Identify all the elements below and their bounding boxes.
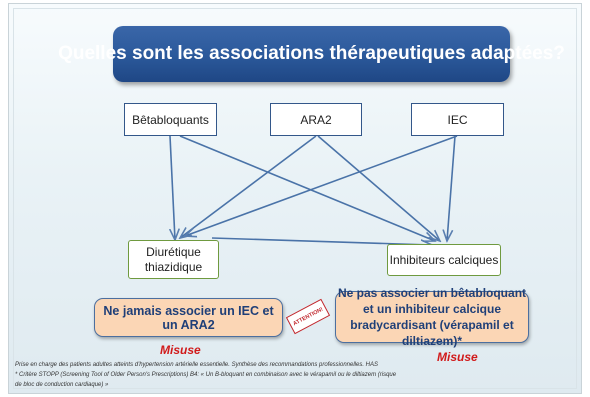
line-betabloquants-diuretique: [170, 135, 175, 240]
slide-frame: [13, 8, 577, 389]
line-diuretique-inhibiteurs: [211, 237, 432, 245]
footnote-stopp: * Critère STOPP (Screening Tool of Older…: [15, 372, 397, 378]
warning-iec-ara2: Ne jamais associer un IEC et un ARA2: [94, 298, 283, 337]
slide-title: Quelles sont les associations thérapeuti…: [58, 26, 565, 82]
node-iec: IEC: [411, 103, 504, 136]
misuse-label-right: Misuse: [437, 350, 478, 364]
misuse-label-left: Misuse: [160, 343, 201, 357]
line-iec-diuretique: [185, 135, 458, 236]
line-ara2-inhibiteurs: [317, 135, 440, 241]
node-diuretique-thiazidique: Diurétique thiazidique: [128, 240, 219, 279]
line-betabloquants-inhibiteurs: [179, 135, 435, 241]
node-inhibiteurs-calciques: Inhibiteurs calciques: [387, 244, 501, 276]
line-ara2-diuretique: [180, 135, 317, 238]
node-ara2: ARA2: [270, 103, 362, 136]
line-iec-inhibiteurs: [447, 135, 456, 241]
warning-betabloquant-calcique: Ne pas associer un bêtabloquant et un in…: [335, 286, 529, 348]
node-betabloquants: Bêtabloquants: [124, 103, 217, 136]
footnote-source: Prise en charge des patients adultes att…: [15, 362, 379, 368]
footnote-stopp-continued: de bloc de conduction cardiaque) »: [15, 382, 109, 388]
